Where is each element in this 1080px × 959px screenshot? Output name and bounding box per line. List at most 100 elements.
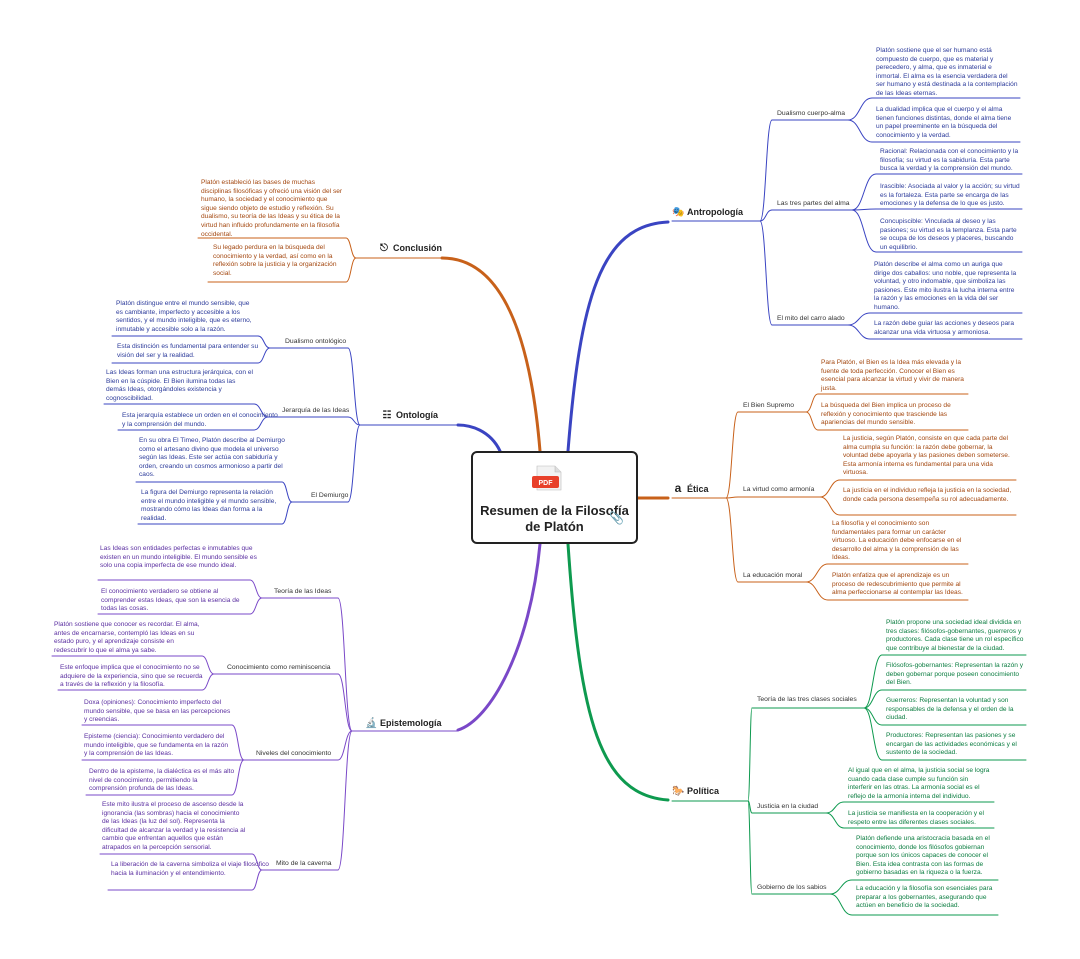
leaf-note[interactable]: Las Ideas forman una estructura jerárqui… xyxy=(106,369,253,402)
leaf-note[interactable]: Productores: Representan las pasiones y … xyxy=(886,732,1017,757)
sub-connector xyxy=(337,730,353,871)
subtopic-bien-supremo[interactable]: El Bien Supremo xyxy=(743,402,795,409)
leaf-note[interactable]: Platón distingue entre el mundo sensible… xyxy=(116,300,252,333)
leaf-note[interactable]: La razón debe guiar las acciones y deseo… xyxy=(874,320,1015,336)
branch-label: Epistemología xyxy=(380,718,442,728)
letter-a-icon: a xyxy=(674,481,682,495)
leaf-note[interactable]: El conocimiento verdadero se obtiene al … xyxy=(101,588,240,613)
sub-connector xyxy=(747,707,753,802)
leaf-note[interactable]: En su obra El Timeo, Platón describe al … xyxy=(139,437,285,479)
sub-connector xyxy=(347,347,361,426)
leaf-note[interactable]: Racional: Relacionada con el conocimient… xyxy=(880,148,1019,173)
leaf-connector xyxy=(863,689,883,709)
leaf-note[interactable]: Esta distinción es fundamental para ente… xyxy=(117,343,259,359)
sub-connector xyxy=(337,730,353,761)
subtopic-tres-partes-alma[interactable]: Las tres partes del alma xyxy=(777,200,850,207)
connector-politica xyxy=(566,542,670,802)
leaf-note[interactable]: La justicia se manifiesta en la cooperac… xyxy=(848,810,984,826)
leaf-connector xyxy=(345,257,357,283)
leaf-note[interactable]: La justicia en el individuo refleja la j… xyxy=(843,487,1012,503)
branch-label: Política xyxy=(687,786,720,796)
subtopic-dualismo-cuerpo-alma[interactable]: Dualismo cuerpo-alma xyxy=(777,110,845,117)
leaf-connector xyxy=(253,416,269,431)
leaf-note[interactable]: Platón estableció las bases de muchas di… xyxy=(201,179,343,238)
leaf-connector xyxy=(249,579,263,599)
subtopic-jerarquia-ideas[interactable]: Jerarquía de las Ideas xyxy=(282,407,350,414)
subtopic-mito-caverna[interactable]: Mito de la caverna xyxy=(276,860,332,867)
leaf-connector xyxy=(863,707,883,761)
sub-connector xyxy=(747,800,753,814)
branch-antropologia[interactable]: 🎭Antropología xyxy=(672,207,743,218)
subtopic-conocimiento-reminiscencia[interactable]: Conocimiento como reminiscencia xyxy=(227,664,331,671)
branch-label: Antropología xyxy=(687,207,743,217)
leaf-note[interactable]: Irascible: Asociada al valor y la acción… xyxy=(880,183,1020,208)
subtopic-niveles-conocimiento[interactable]: Niveles del conocimiento xyxy=(256,750,332,757)
subtopic-educacion-moral[interactable]: La educación moral xyxy=(743,572,803,579)
subtopic-mito-carro-alado[interactable]: El mito del carro alado xyxy=(777,315,845,322)
leaf-note[interactable]: Esta jerarquía establece un orden en el … xyxy=(122,412,278,428)
leaf-connector xyxy=(257,347,271,364)
sub-connector xyxy=(759,209,773,222)
branch-ontologia[interactable]: ☷Ontología xyxy=(381,410,438,421)
subtopic-demiurgo[interactable]: El Demiurgo xyxy=(311,492,349,499)
leaf-note[interactable]: Platón sostiene que el ser humano está c… xyxy=(876,47,1018,97)
leaf-connector xyxy=(231,724,245,761)
subtopic-dualismo-ontologico[interactable]: Dualismo ontológico xyxy=(285,338,347,345)
leaf-note[interactable]: Platón defiende una aristocracia basada … xyxy=(856,835,990,877)
leaf-note[interactable]: La liberación de la caverna simboliza el… xyxy=(111,861,269,877)
sub-connector xyxy=(725,496,739,499)
branch-conclusion[interactable]: ⎋Conclusión xyxy=(378,243,442,254)
leaf-note[interactable]: Platón sostiene que conocer es recordar.… xyxy=(54,621,200,654)
leaf-connector xyxy=(805,393,819,413)
central-topic[interactable]: PDF Resumen de la Filosofía de Platón 📎 xyxy=(471,451,638,544)
branch-politica[interactable]: 🐎Política xyxy=(672,786,719,797)
leaf-note[interactable]: Este enfoque implica que el conocimiento… xyxy=(60,664,203,689)
leaf-connector xyxy=(825,801,845,814)
subtopic-tres-clases-sociales[interactable]: Teoría de las tres clases sociales xyxy=(757,696,857,703)
leaf-note[interactable]: Dentro de la episteme, la dialéctica es … xyxy=(89,768,235,793)
leaf-note[interactable]: Para Platón, el Bien es la Idea más elev… xyxy=(821,359,964,392)
leaf-note[interactable]: Episteme (ciencia): Conocimiento verdade… xyxy=(84,733,229,758)
leaf-note[interactable]: Las Ideas son entidades perfectas e inmu… xyxy=(100,545,257,570)
leaf-note[interactable]: Guerreros: Representan la voluntad y son… xyxy=(886,697,1014,722)
leaf-note[interactable]: Platón enfatiza que el aprendizaje es un… xyxy=(832,572,963,597)
branch-label: Ontología xyxy=(396,410,438,420)
leaf-note[interactable]: Doxa (opiniones): Conocimiento imperfect… xyxy=(84,699,231,724)
pdf-badge-label: PDF xyxy=(539,480,554,487)
leaf-connector xyxy=(281,501,293,525)
leaf-connector xyxy=(251,869,263,891)
leaf-connector xyxy=(851,173,877,211)
leaf-note[interactable]: Su legado perdura en la búsqueda del con… xyxy=(213,244,337,277)
leaf-note[interactable]: La figura del Demiurgo representa la rel… xyxy=(141,489,277,522)
leaf-note[interactable]: La búsqueda del Bien implica un proceso … xyxy=(821,402,951,427)
leaf-note[interactable]: Este mito ilustra el proceso de ascenso … xyxy=(102,801,246,851)
leaf-note[interactable]: Concupiscible: Vinculada al deseo y las … xyxy=(880,218,1017,251)
leaf-note[interactable]: La dualidad implica que el cuerpo y el a… xyxy=(876,106,1012,139)
leaf-connector xyxy=(251,853,263,871)
leaf-connector xyxy=(231,759,245,796)
leaf-connector xyxy=(201,655,215,675)
leaf-note[interactable]: La justicia, según Platón, consiste en q… xyxy=(843,435,1010,477)
leaf-note[interactable]: Platón describe el alma como un auriga q… xyxy=(874,261,1017,311)
leaf-note[interactable]: Platón propone una sociedad ideal dividi… xyxy=(886,619,1024,652)
leaf-note[interactable]: Filósofos-gobernantes: Representan la ra… xyxy=(886,662,1024,687)
subtopic-teoria-ideas[interactable]: Teoría de las Ideas xyxy=(274,588,332,595)
subtopic-gobierno-sabios[interactable]: Gobierno de los sabios xyxy=(757,884,827,891)
leaf-note[interactable]: La filosofía y el conocimiento son funda… xyxy=(832,520,962,562)
leaf-note[interactable]: Al igual que en el alma, la justicia soc… xyxy=(848,767,990,800)
sub-connector xyxy=(747,800,753,895)
leaf-note[interactable]: La educación y la filosofía son esencial… xyxy=(856,885,993,910)
masks-icon: 🎭 xyxy=(672,207,685,218)
leaf-connector xyxy=(819,479,841,498)
connector-conclusion xyxy=(440,256,542,453)
leaf-connector xyxy=(281,481,293,503)
branch-epistemologia[interactable]: 🔬Epistemología xyxy=(365,718,442,729)
subtopic-justicia-ciudad[interactable]: Justicia en la ciudad xyxy=(757,803,819,810)
sub-connector xyxy=(337,673,353,732)
leaf-connector xyxy=(257,335,271,349)
subtopic-virtud-armonia[interactable]: La virtud como armonía xyxy=(743,486,815,493)
connector-antropologia xyxy=(566,220,670,453)
leaf-connector xyxy=(805,411,819,431)
paperclip-icon[interactable]: 📎 xyxy=(609,511,624,525)
